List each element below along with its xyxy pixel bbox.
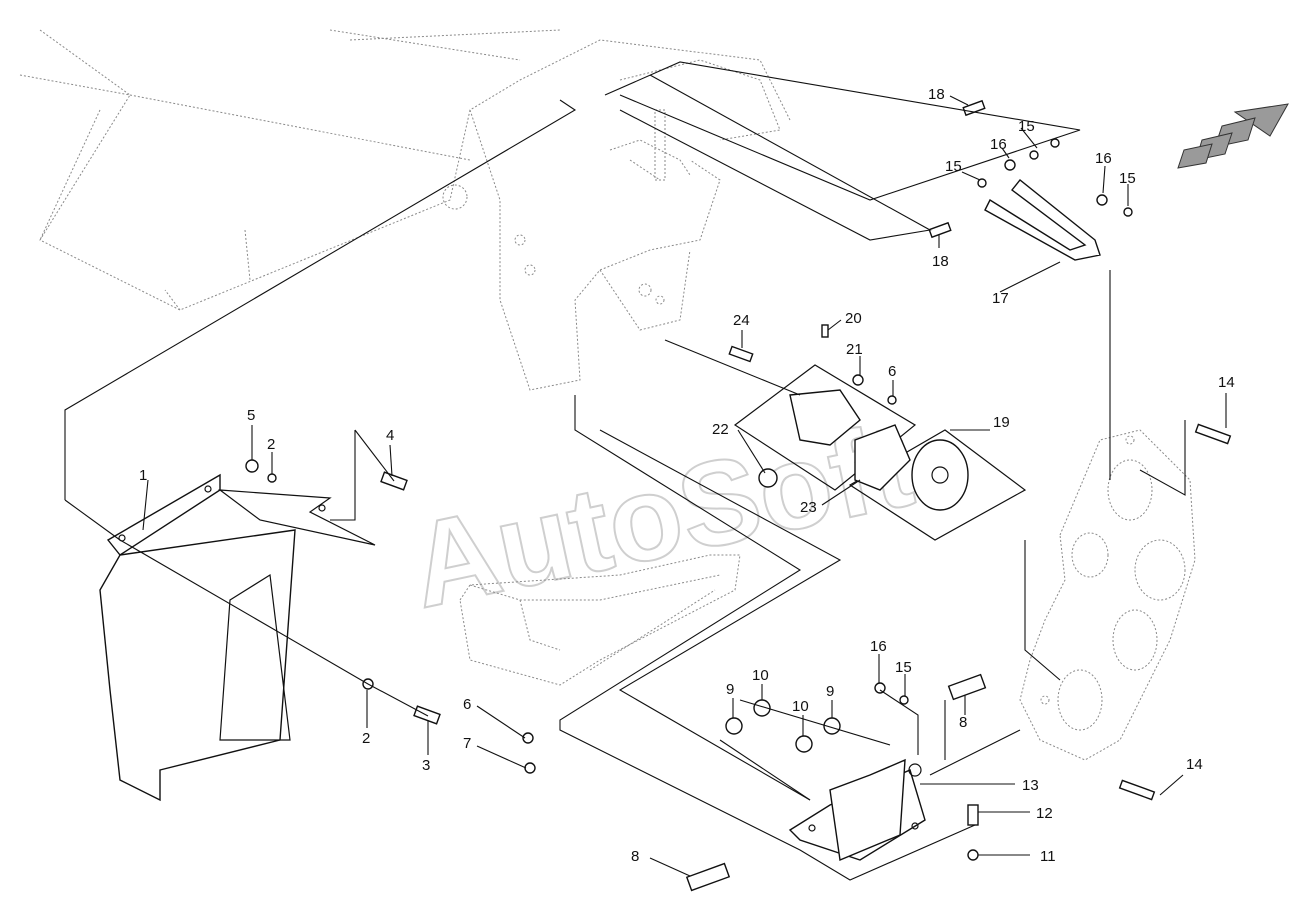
callout-23: 23 xyxy=(800,499,817,516)
callout-17: 17 xyxy=(992,290,1009,307)
direction-arrow-icon xyxy=(1177,103,1289,169)
callout-15: 15 xyxy=(895,659,912,676)
callout-13: 13 xyxy=(1022,777,1039,794)
callout-12: 12 xyxy=(1036,805,1053,822)
callout-14: 14 xyxy=(1218,374,1235,391)
callout-3: 3 xyxy=(422,757,430,774)
callout-15: 15 xyxy=(1018,118,1035,135)
callout-20: 20 xyxy=(845,310,862,327)
callout-16: 16 xyxy=(990,136,1007,153)
assembly-lines xyxy=(64,61,1186,881)
callout-16: 16 xyxy=(870,638,887,655)
callout-19: 19 xyxy=(993,414,1010,431)
callout-labels: 1 2 2 3 4 5 6 6 7 8 8 9 9 10 10 11 12 13… xyxy=(139,86,1235,865)
deflector-plate xyxy=(99,473,296,802)
callout-21: 21 xyxy=(846,341,863,358)
callout-2: 2 xyxy=(362,730,370,747)
callout-16: 16 xyxy=(1095,150,1112,167)
callout-9: 9 xyxy=(726,681,734,698)
callout-5: 5 xyxy=(247,407,255,424)
callout-10: 10 xyxy=(792,698,809,715)
callout-24: 24 xyxy=(733,312,750,329)
callout-10: 10 xyxy=(752,667,769,684)
callout-15: 15 xyxy=(1119,170,1136,187)
callout-18: 18 xyxy=(928,86,945,103)
coupling-assembly xyxy=(733,364,1027,541)
strap-bracket xyxy=(984,179,1101,261)
machine-frame-background xyxy=(19,29,791,391)
callout-2: 2 xyxy=(267,436,275,453)
fasteners xyxy=(245,99,1232,892)
guard-housing-background xyxy=(459,554,741,686)
callout-22: 22 xyxy=(712,421,729,438)
callout-8: 8 xyxy=(959,714,967,731)
callout-18: 18 xyxy=(932,253,949,270)
callout-15: 15 xyxy=(945,158,962,175)
callout-4: 4 xyxy=(386,427,394,444)
callout-14: 14 xyxy=(1186,756,1203,773)
callout-7: 7 xyxy=(463,735,471,752)
wedge-bracket xyxy=(218,489,376,546)
callout-9: 9 xyxy=(826,683,834,700)
callout-11: 11 xyxy=(1040,848,1056,865)
callout-6: 6 xyxy=(463,696,471,713)
leader-lines xyxy=(142,95,1227,877)
callout-1: 1 xyxy=(139,467,147,484)
callout-8: 8 xyxy=(631,848,639,865)
motor-mount xyxy=(788,758,926,861)
callout-6: 6 xyxy=(888,363,896,380)
gearbox-housing-background xyxy=(1019,429,1196,761)
